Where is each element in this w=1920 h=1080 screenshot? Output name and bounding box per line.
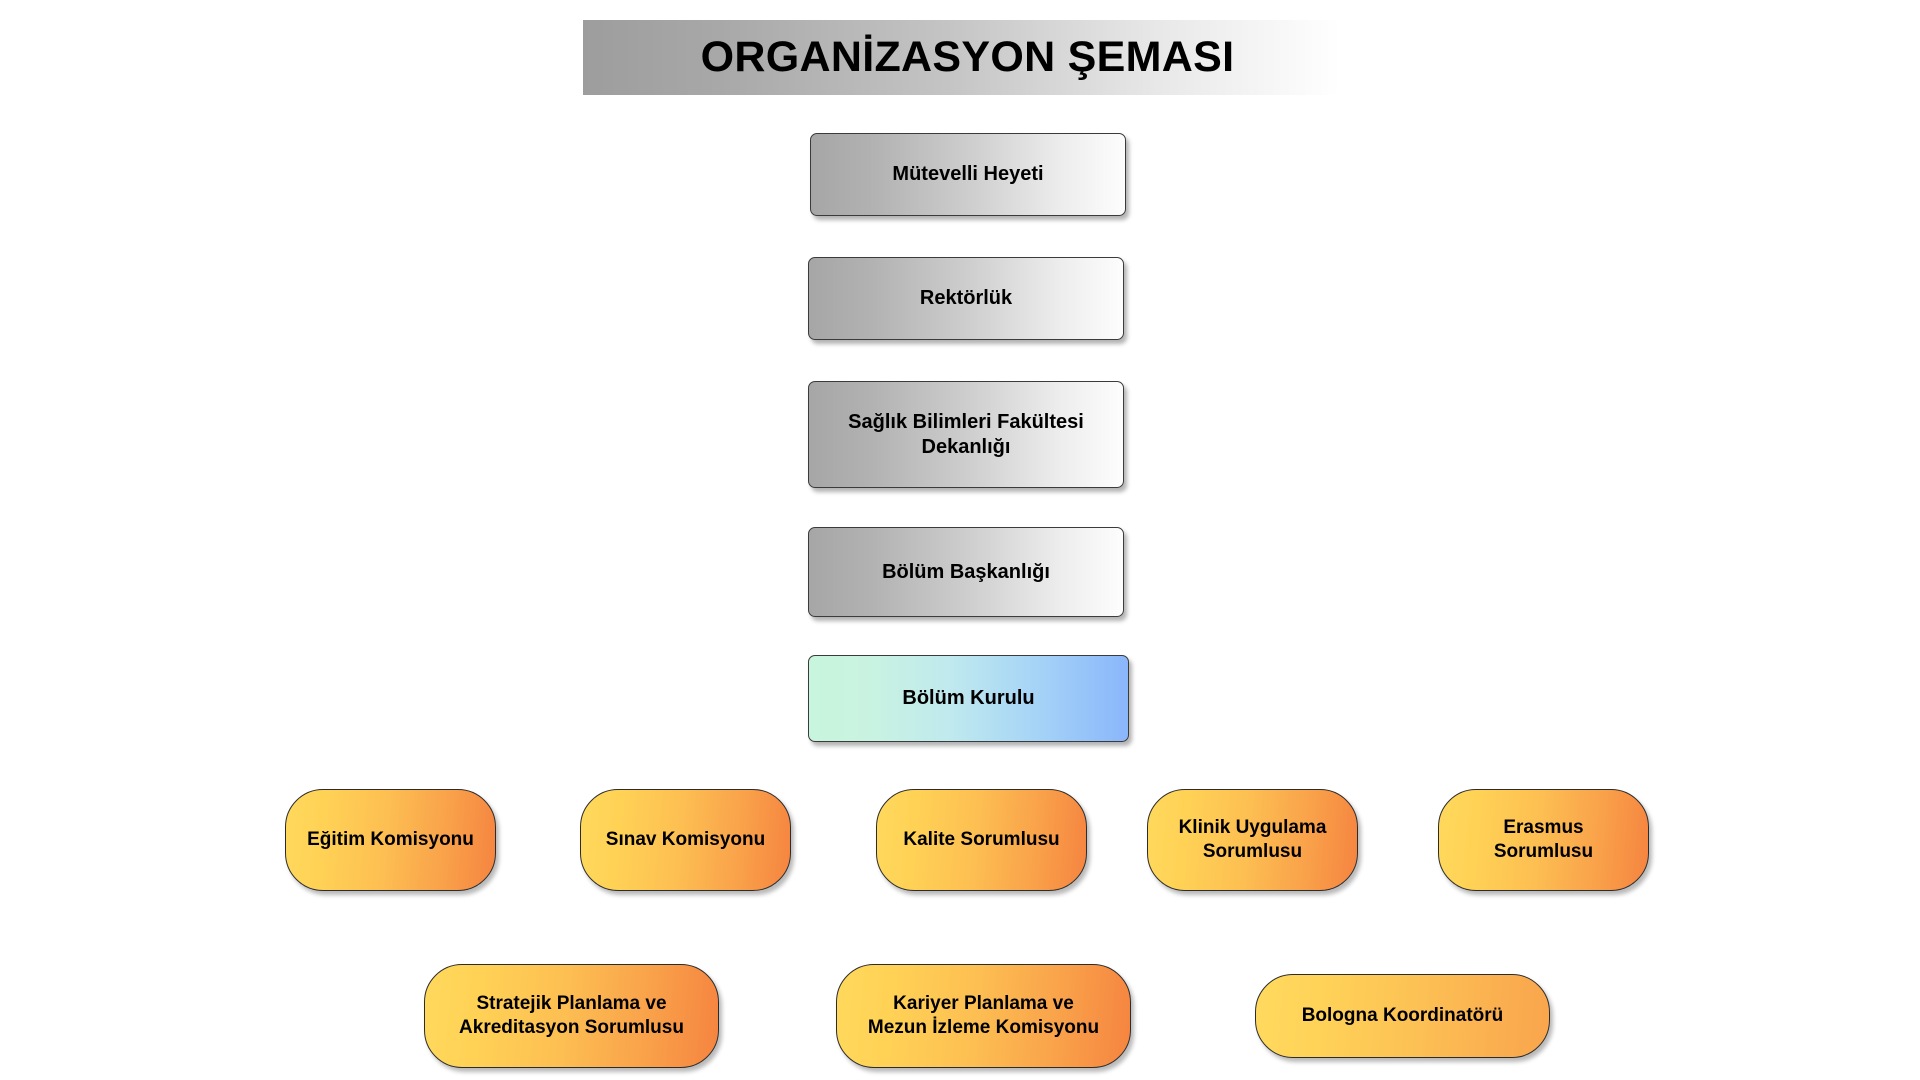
node-saglik-bilimleri-fakultesi-dekanligi[interactable]: Sağlık Bilimleri Fakültesi Dekanlığı — [808, 381, 1124, 488]
node-label-multiline: Stratejik Planlama ve Akreditasyon Sorum… — [459, 992, 684, 1041]
chart-title-banner: ORGANİZASYON ŞEMASI — [583, 20, 1340, 95]
node-mutevelli-heyeti[interactable]: Mütevelli Heyeti — [810, 133, 1126, 216]
node-label-line-1: Stratejik Planlama ve — [476, 992, 667, 1014]
node-label: Sınav Komisyonu — [605, 828, 766, 850]
node-label-line-2: Dekanlığı — [921, 435, 1011, 458]
node-label: Bologna Koordinatörü — [1301, 1004, 1504, 1026]
node-label-line-1: Kariyer Planlama ve — [893, 992, 1074, 1014]
node-bolum-kurulu[interactable]: Bölüm Kurulu — [808, 655, 1129, 742]
node-label: Bölüm Kurulu — [902, 687, 1035, 709]
node-label-line-1: Sağlık Bilimleri Fakültesi — [848, 410, 1084, 433]
node-label-multiline: Klinik Uygulama Sorumlusu — [1179, 816, 1327, 865]
node-erasmus-sorumlusu[interactable]: Erasmus Sorumlusu — [1438, 789, 1649, 891]
node-bolum-baskanligi[interactable]: Bölüm Başkanlığı — [808, 527, 1124, 617]
node-label: Kalite Sorumlusu — [903, 828, 1060, 850]
node-klinik-uygulama-sorumlusu[interactable]: Klinik Uygulama Sorumlusu — [1147, 789, 1358, 891]
node-label-line-2: Sorumlusu — [1493, 841, 1594, 862]
node-label: Mütevelli Heyeti — [892, 163, 1044, 185]
node-egitim-komisyonu[interactable]: Eğitim Komisyonu — [285, 789, 496, 891]
node-label: Bölüm Başkanlığı — [882, 560, 1050, 583]
node-label-line-2: Akreditasyon Sorumlusu — [459, 1017, 684, 1038]
page-title: ORGANİZASYON ŞEMASI — [700, 33, 1235, 81]
node-kalite-sorumlusu[interactable]: Kalite Sorumlusu — [876, 789, 1087, 891]
node-label-multiline: Erasmus Sorumlusu — [1494, 816, 1593, 865]
node-label-multiline: Kariyer Planlama ve Mezun İzleme Komisyo… — [868, 992, 1099, 1041]
node-label-line-2: Mezun İzleme Komisyonu — [867, 1017, 1100, 1038]
node-kariyer-planlama-mezun-izleme-komisyonu[interactable]: Kariyer Planlama ve Mezun İzleme Komisyo… — [836, 964, 1131, 1068]
node-rektorluk[interactable]: Rektörlük — [808, 257, 1124, 340]
node-label-multiline: Sağlık Bilimleri Fakültesi Dekanlığı — [848, 410, 1084, 460]
node-label-line-1: Klinik Uygulama — [1178, 816, 1327, 838]
node-label: Eğitim Komisyonu — [307, 828, 474, 850]
node-bologna-koordinatoru[interactable]: Bologna Koordinatörü — [1255, 974, 1550, 1058]
node-label: Rektörlük — [919, 287, 1013, 309]
node-stratejik-planlama-akreditasyon-sorumlusu[interactable]: Stratejik Planlama ve Akreditasyon Sorum… — [424, 964, 719, 1068]
node-label-line-1: Erasmus — [1503, 816, 1584, 838]
node-label-line-2: Sorumlusu — [1202, 841, 1303, 862]
node-sinav-komisyonu[interactable]: Sınav Komisyonu — [580, 789, 791, 891]
